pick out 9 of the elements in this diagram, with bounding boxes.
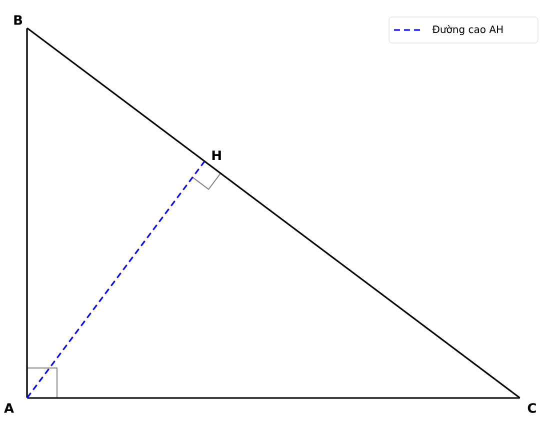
legend-text: Đường cao AH	[432, 24, 503, 36]
triangle-side	[27, 397, 520, 399]
triangle-side	[26, 28, 28, 398]
vertex-label: A	[4, 403, 14, 413]
vertex-label: H	[212, 150, 221, 160]
vertex-label: B	[14, 15, 22, 25]
triangle-side	[26, 28, 520, 398]
vertex-label: C	[528, 403, 536, 413]
triangle-side	[26, 161, 206, 398]
